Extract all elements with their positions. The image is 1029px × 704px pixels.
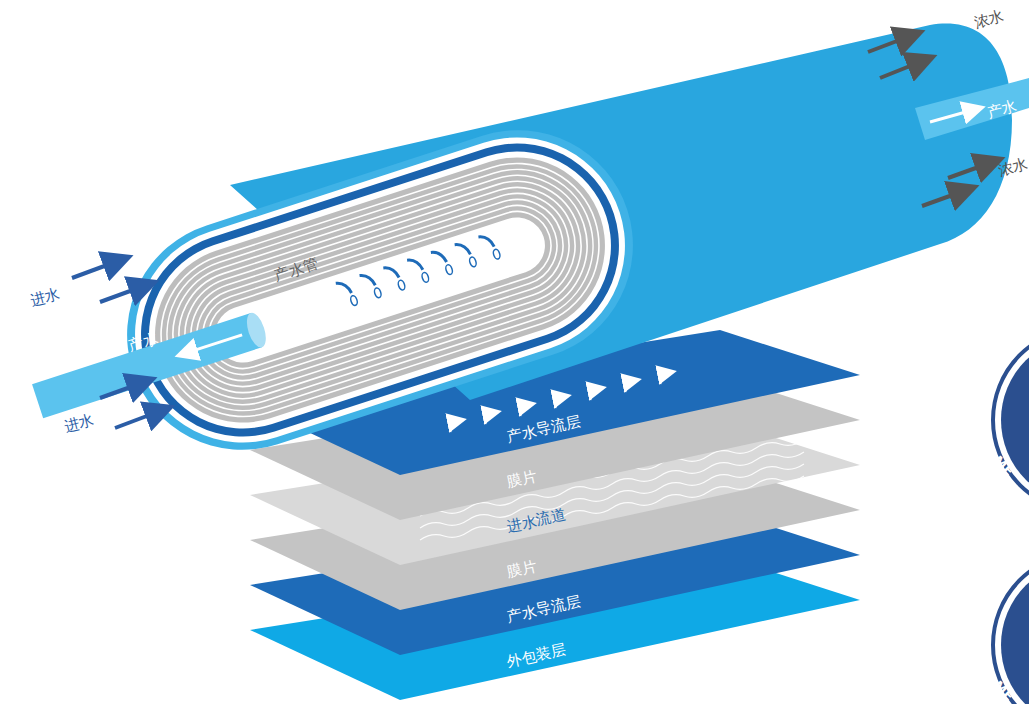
flow-label: 进水 — [28, 284, 62, 309]
product-tube-right — [915, 78, 1029, 140]
feed-arrows — [72, 258, 168, 428]
flow-label: 进水 — [62, 410, 96, 435]
flow-label: 浓水 — [972, 6, 1006, 31]
badge-circles — [993, 328, 1029, 704]
concentrate-arrows — [868, 33, 998, 206]
product-arrow — [930, 108, 980, 122]
spiral-end-cap — [2, 100, 663, 510]
